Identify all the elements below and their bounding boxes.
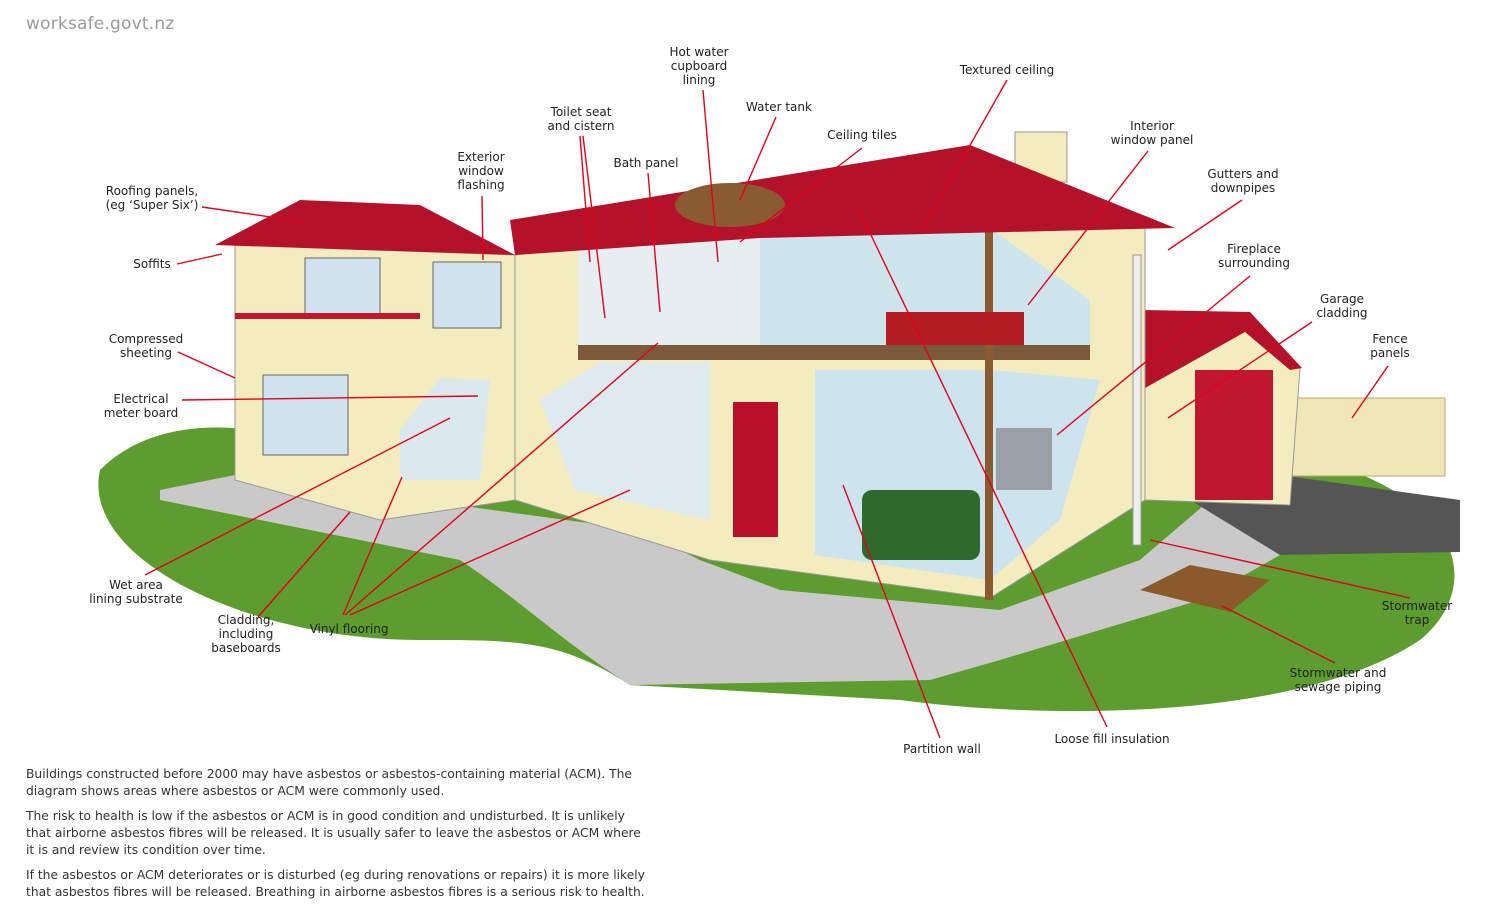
leader-textured-ceiling bbox=[921, 79, 1008, 231]
label-hot-water: Hot water cupboard lining bbox=[669, 45, 729, 87]
leader-hot-water bbox=[702, 89, 719, 263]
leader-gutters bbox=[1167, 199, 1243, 251]
leader-lines bbox=[144, 79, 1411, 739]
label-ceiling-tiles: Ceiling tiles bbox=[827, 128, 897, 142]
window-left-lower bbox=[262, 374, 349, 456]
intro-paragraph: If the asbestos or ACM deteriorates or i… bbox=[26, 868, 645, 899]
leader-toilet-2 bbox=[582, 135, 606, 319]
leader-compressed bbox=[177, 351, 236, 379]
chimney bbox=[1014, 131, 1068, 183]
fireplace bbox=[996, 428, 1052, 490]
downpipe bbox=[1132, 254, 1142, 546]
leader-bath-panel bbox=[647, 172, 661, 313]
label-textured-ceiling: Textured ceiling bbox=[959, 63, 1055, 77]
upstairs-bathroom bbox=[578, 232, 760, 352]
sofa bbox=[862, 490, 980, 560]
leader-soffits bbox=[176, 253, 223, 265]
leader-vinyl-2 bbox=[349, 489, 631, 616]
intro-paragraph: Buildings constructed before 2000 may ha… bbox=[26, 767, 632, 798]
label-exterior-window: Exterior window flashing bbox=[457, 150, 505, 192]
kitchen bbox=[540, 362, 710, 520]
window-left-upper bbox=[304, 257, 381, 319]
laundry bbox=[400, 378, 490, 480]
leader-partition bbox=[842, 484, 941, 739]
leader-vinyl-3 bbox=[342, 476, 403, 616]
label-toilet: Toilet seat and cistern bbox=[547, 105, 615, 133]
balcony-rail bbox=[235, 313, 420, 319]
label-interior-window: Interior window panel bbox=[1110, 119, 1194, 147]
water-tank-cutaway bbox=[675, 183, 785, 227]
main-roof bbox=[510, 145, 1175, 255]
leader-ceiling-tiles bbox=[739, 147, 863, 243]
label-loose-fill: Loose fill insulation bbox=[1054, 732, 1170, 746]
label-bath-panel: Bath panel bbox=[613, 156, 679, 170]
leader-roofing bbox=[201, 206, 306, 223]
label-electrical: Electrical meter board bbox=[103, 392, 179, 420]
paving bbox=[160, 475, 1460, 685]
label-vinyl: Vinyl flooring bbox=[309, 622, 389, 636]
left-roof bbox=[215, 200, 515, 255]
label-fireplace: Fireplace surrounding bbox=[1218, 242, 1290, 270]
stormwater-trap bbox=[1140, 565, 1270, 612]
label-gutters: Gutters and downpipes bbox=[1207, 167, 1279, 195]
leader-toilet-1 bbox=[579, 135, 591, 263]
label-cladding: Cladding, including baseboards bbox=[211, 613, 281, 655]
leader-loose-fill bbox=[857, 207, 1108, 728]
site-url: worksafe.govt.nz bbox=[26, 14, 175, 34]
leader-garage bbox=[1167, 321, 1313, 419]
label-water-tank: Water tank bbox=[746, 100, 812, 114]
leader-fireplace bbox=[1056, 275, 1251, 436]
fence bbox=[1279, 397, 1446, 477]
partition-post bbox=[985, 215, 993, 600]
leader-cladding bbox=[257, 511, 351, 618]
front-door bbox=[733, 402, 778, 537]
label-fence: Fence panels bbox=[1370, 332, 1410, 360]
leader-fence bbox=[1351, 365, 1389, 419]
window-exterior bbox=[432, 261, 502, 329]
garage-door bbox=[1195, 370, 1273, 500]
label-wet-area: Wet area lining substrate bbox=[89, 578, 183, 606]
label-compressed: Compressed sheeting bbox=[108, 332, 184, 360]
intro-paragraph: The risk to health is low if the asbesto… bbox=[26, 809, 641, 857]
leader-exterior-window bbox=[481, 195, 484, 261]
label-partition: Partition wall bbox=[903, 742, 981, 756]
label-stormwater-piping: Stormwater and sewage piping bbox=[1289, 666, 1387, 694]
leader-stormwater-trap bbox=[1149, 539, 1411, 599]
label-stormwater-trap: Stormwater trap bbox=[1381, 599, 1453, 627]
bed bbox=[886, 312, 1024, 345]
label-soffits: Soffits bbox=[133, 257, 171, 271]
intro-text: Buildings constructed before 2000 may ha… bbox=[26, 766, 646, 909]
leader-wet-area bbox=[144, 417, 451, 576]
leader-stormwater-piping bbox=[1221, 605, 1336, 664]
leader-vinyl-1 bbox=[344, 342, 659, 616]
garage-roof bbox=[1140, 310, 1302, 388]
label-roofing: Roofing panels, (eg ‘Super Six’) bbox=[105, 184, 199, 212]
leader-water-tank bbox=[739, 116, 777, 201]
label-garage: Garage cladding bbox=[1316, 292, 1368, 320]
leader-electrical bbox=[181, 395, 479, 401]
leader-interior-window bbox=[1027, 150, 1149, 306]
floor-slab bbox=[578, 345, 1090, 360]
